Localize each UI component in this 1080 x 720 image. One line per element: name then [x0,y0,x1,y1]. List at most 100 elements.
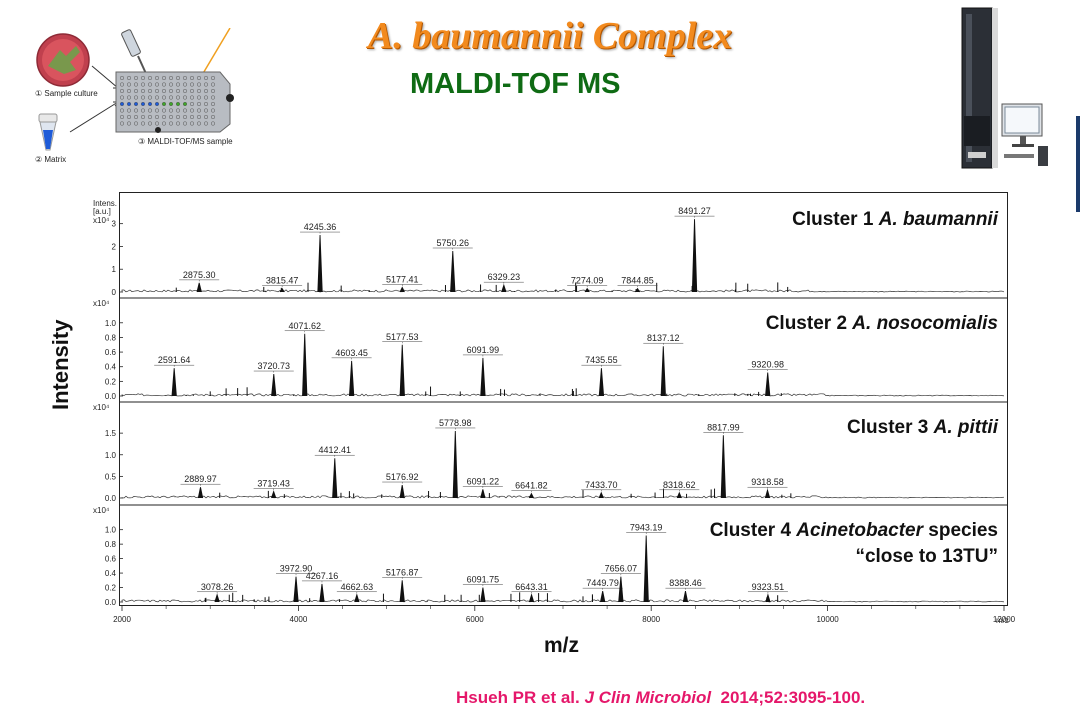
workflow-step3-label: ③ MALDI-TOF/MS sample plate [138,137,234,146]
workflow-step1-label: ① Sample culture [35,89,98,98]
spectrum-peak [348,360,355,397]
plate-well [189,82,195,87]
peak-label: 7844.85 [621,276,654,286]
y-tick-label: 3 [112,220,117,229]
plate-well [168,114,174,120]
plate-well [140,114,146,120]
plate-well [140,82,146,87]
peak-label: 4412.41 [319,445,352,455]
plate-well [133,121,139,126]
cluster-name: Cluster 2 [766,313,853,334]
plate-well [175,121,181,126]
plate-well [210,88,216,94]
y-tick-label: 1.0 [105,451,117,460]
plate-well [161,121,167,126]
page-subtitle: MALDI-TOF MS [410,68,621,100]
plate-well [168,101,174,107]
petri-dish-icon [36,33,90,87]
spectrum-peak [214,593,220,603]
spectrum-peak [171,368,177,397]
plate-well [182,75,188,81]
spectrum-peak [480,357,486,397]
computer-monitor-icon [1001,103,1048,166]
workflow-step2-label: ② Matrix [35,155,66,164]
y-tick-label: 0.4 [105,363,117,372]
y-tick-label: 0.8 [105,540,117,549]
plate-well [119,101,125,107]
plate-well [196,108,202,113]
peak-label: 4245.36 [304,222,337,232]
x-tick-label: 2000 [113,615,131,624]
spectrum-peak [764,488,771,499]
plate-well [189,88,195,94]
plate-well [133,75,139,81]
plate-well [161,82,167,87]
citation-authors: Hsueh PR et al. [456,688,580,707]
peak-label: 8137.12 [647,333,680,343]
plate-well [182,108,188,113]
plate-well [175,88,181,94]
peak-label: 8491.27 [678,206,711,216]
plate-well [210,101,216,107]
spectrum-peak [720,435,726,499]
peak-label: 6091.99 [467,345,500,355]
plate-well [161,95,167,100]
spectrum-peak [319,583,325,603]
intensity-scale: x10⁴ [93,506,110,515]
plate-well [203,101,209,107]
peak-label: 6641.82 [515,481,548,491]
peak-label: 4603.45 [335,348,368,358]
plate-well [119,114,125,120]
y-tick-label: 0.2 [105,584,117,593]
plate-well [168,88,174,94]
peak-label: 2889.97 [184,474,217,484]
plate-well [126,108,132,113]
plate-well [119,88,125,94]
plate-well [161,101,167,107]
workflow-illustration: ① Sample culture ② Matrix ③ MAL [30,27,253,164]
x-tick-label: 10000 [816,615,839,624]
y-tick-label: 0.8 [105,333,117,342]
spectrum-peak [332,458,338,499]
y-tick-label: 0.0 [105,494,117,503]
spectrum-peak [293,576,299,603]
plate-well [161,88,167,94]
y-tick-label: 1.0 [105,526,117,535]
plate-well [126,95,132,100]
plate-well [140,121,146,126]
plate-well [161,114,167,120]
plate-well [119,108,125,113]
baseline-trace [121,495,1005,499]
peak-label: 9320.98 [751,360,784,370]
spectrum-peak [600,591,606,603]
plate-well [140,95,146,100]
plate-well [147,75,153,81]
y-tick-label: 1.5 [105,429,117,438]
intensity-scale: x10⁴ [93,299,110,308]
peak-label: 5177.41 [386,274,419,284]
spectrum-peak [660,346,666,397]
plate-well [133,114,139,120]
cluster-label: Cluster 1 A. baumannii [792,209,999,230]
spectrum-peak [528,492,535,499]
peak-label: 8318.62 [663,480,696,490]
plate-well [119,75,125,81]
peak-label: 8388.46 [669,578,702,588]
plate-well [196,95,202,100]
plate-well [203,88,209,94]
y-tick-label: 0.5 [105,472,117,481]
cluster-species: Acinetobacter [795,520,924,541]
spectrum-peak [399,286,405,293]
plate-well [210,95,216,100]
peak-label: 4071.62 [288,321,321,331]
cluster-suffix: species [923,520,998,541]
spectrum-peak [598,368,605,397]
plate-well [119,121,125,126]
plate-well [196,121,202,126]
plate-well [133,101,139,107]
cluster-species: A. pittii [933,417,999,438]
cluster-label: Cluster 2 A. nosocomialis [766,313,998,334]
plate-well [175,114,181,120]
peak-label: 7433.70 [585,480,618,490]
peak-label: 2875.30 [183,270,216,280]
